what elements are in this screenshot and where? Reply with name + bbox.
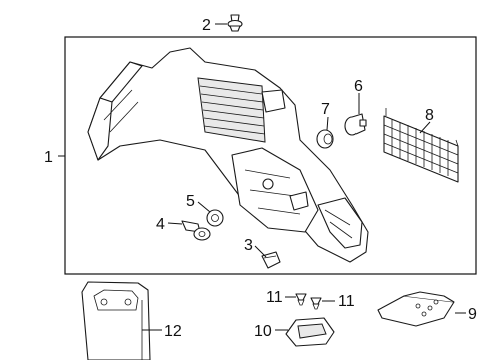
cap-part-7 [316, 129, 334, 149]
cargo-net-part-8 [383, 108, 459, 183]
callout-10: 10 [254, 323, 272, 340]
leader-8 [419, 121, 431, 134]
leader-lines [58, 23, 466, 331]
clip-part-2 [227, 14, 243, 32]
callout-12: 12 [164, 323, 182, 340]
leader-3 [254, 245, 267, 258]
callout-4: 4 [156, 216, 165, 233]
callout-8: 8 [425, 107, 434, 124]
plate-part-9 [377, 291, 455, 327]
callout-6: 6 [354, 78, 363, 95]
leader-4 [167, 222, 183, 225]
callout-5: 5 [186, 193, 195, 210]
callout-labels: 1 2 3 4 5 6 7 8 9 10 11 11 12 [44, 17, 477, 340]
callout-7: 7 [321, 101, 330, 118]
bracket-part-6 [344, 113, 367, 136]
callout-9: 9 [468, 306, 477, 323]
cover-panel-part-12 [81, 281, 151, 360]
screw-part-11a [295, 293, 307, 306]
push-pin-part-4 [181, 220, 211, 241]
leader-5 [197, 201, 211, 213]
clip-part-3 [261, 251, 281, 269]
callout-1: 1 [44, 149, 53, 166]
callout-2: 2 [202, 17, 211, 34]
callout-3: 3 [244, 237, 253, 254]
grommet-part-5 [206, 209, 224, 227]
screw-part-11b [310, 297, 322, 310]
callout-11b: 11 [338, 293, 355, 310]
pad-part-10 [285, 317, 335, 347]
callout-11a: 11 [266, 289, 283, 306]
quarter-trim-panel [87, 47, 369, 263]
leader-7 [326, 116, 329, 131]
